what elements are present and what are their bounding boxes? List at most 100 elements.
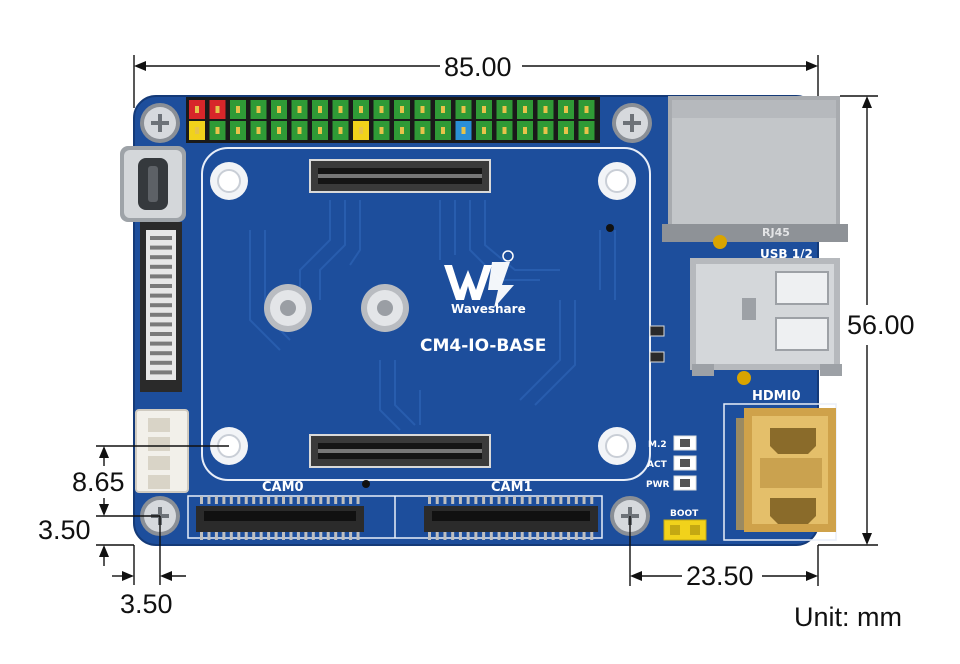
cam-pin [528,532,532,540]
fpc-pin [150,370,172,375]
corner-screw-top-left [140,103,180,143]
gpio-pin [400,106,404,113]
gpio-pin [277,106,281,113]
cm4-hole-top-left [210,162,248,200]
fpc-pin [150,255,172,260]
cam-pin [497,496,501,504]
cam-pin [356,532,360,540]
dim-edge-hole-y-label: 3.50 [38,515,91,545]
gpio-pin [523,106,527,113]
cam-pin [543,532,547,540]
hdmi-port: HDMI0 [723,389,837,541]
brand-name: Waveshare [451,302,526,316]
cam-pin [252,496,256,504]
fpc-pin [150,341,172,346]
gpio-pin [338,106,343,113]
cam-pin [267,532,271,540]
cam-pin [489,532,493,540]
usb-c-port [120,146,186,222]
fpc-pin [150,264,172,269]
cam-pin [296,532,300,540]
gpio-pin [543,106,548,113]
fpc-pin [150,360,172,365]
cam-pin [567,532,571,540]
waveshare-logo: Waveshare CM4-IO-BASE [420,250,546,356]
cam-pin [559,496,563,504]
rj45-label: RJ45 [762,226,790,239]
fpc-pin [150,236,172,240]
cam1-label: CAM1 [491,480,533,495]
gpio-pin [379,127,384,134]
gpio-pin [461,127,466,134]
cam-pin [513,532,516,540]
cam-pin [474,532,478,540]
cam-pin [582,532,586,540]
fpc-pin [150,303,172,308]
m2-led-label: M.2 [648,440,667,450]
gpio-pin [359,106,363,113]
gpio-pin [543,127,548,134]
corner-screw-top-right [612,103,652,143]
fpc-pin [150,332,172,336]
cam-pin [428,532,431,540]
cam-pin [505,532,509,540]
dim-height-label: 56.00 [847,310,915,340]
cm4-hole-bottom-right [598,427,636,465]
cam-pin [326,532,330,540]
gpio-pin [523,127,527,134]
cam-pin [559,532,563,540]
cam-pin [482,496,486,504]
gpio-pin [195,127,199,134]
cam-pin [200,532,203,540]
cam-pin [311,532,315,540]
cam-pin [489,496,493,504]
cam-pin [289,532,293,540]
cam-pin [356,496,360,504]
cm4-connector-bottom [309,434,491,468]
dim-right-hole-label: 23.50 [686,561,754,591]
cam-pin [259,532,263,540]
smd-components [362,224,751,488]
cam-pin [536,496,540,504]
cam-pin [229,532,233,540]
hdmi-label: HDMI0 [752,389,801,404]
gpio-pin [338,127,343,134]
cm4-hole-top-right [598,162,636,200]
cam-pin [435,532,439,540]
gpio-pin [318,106,322,113]
gpio-pin [482,106,486,113]
rj45-port: RJ45 [662,96,848,242]
dim-hole-offset-label: 8.65 [72,467,125,497]
cam-pin [274,496,278,504]
cam-pin [244,532,248,540]
cam-pin [341,496,345,504]
cam-pin [252,532,256,540]
cam-pin [451,496,455,504]
gpio-pin [277,127,281,134]
cam-pin [304,532,308,540]
gpio-pin [215,127,220,134]
cam-pin [214,532,218,540]
gpio-pin [359,127,363,134]
gpio-pin [441,127,445,134]
fpc-pin [150,351,172,356]
pcb-traces [249,200,616,431]
cam-pin [443,496,447,504]
cam-pin [319,532,323,540]
cam-pin [590,532,594,540]
gpio-pin [236,127,240,134]
dimension-lines [96,55,878,586]
fpc-pin [150,245,172,250]
cam-pin [237,532,241,540]
cam-pin [551,532,555,540]
cam-pin [304,496,308,504]
cam-pin [229,496,233,504]
gpio-header [186,97,600,143]
cam-pin [334,532,338,540]
cam-pin [458,496,462,504]
cam-pin [319,496,323,504]
cam-pin [222,532,226,540]
gpio-pin [482,127,486,134]
boot-jumper: BOOT [663,509,707,541]
